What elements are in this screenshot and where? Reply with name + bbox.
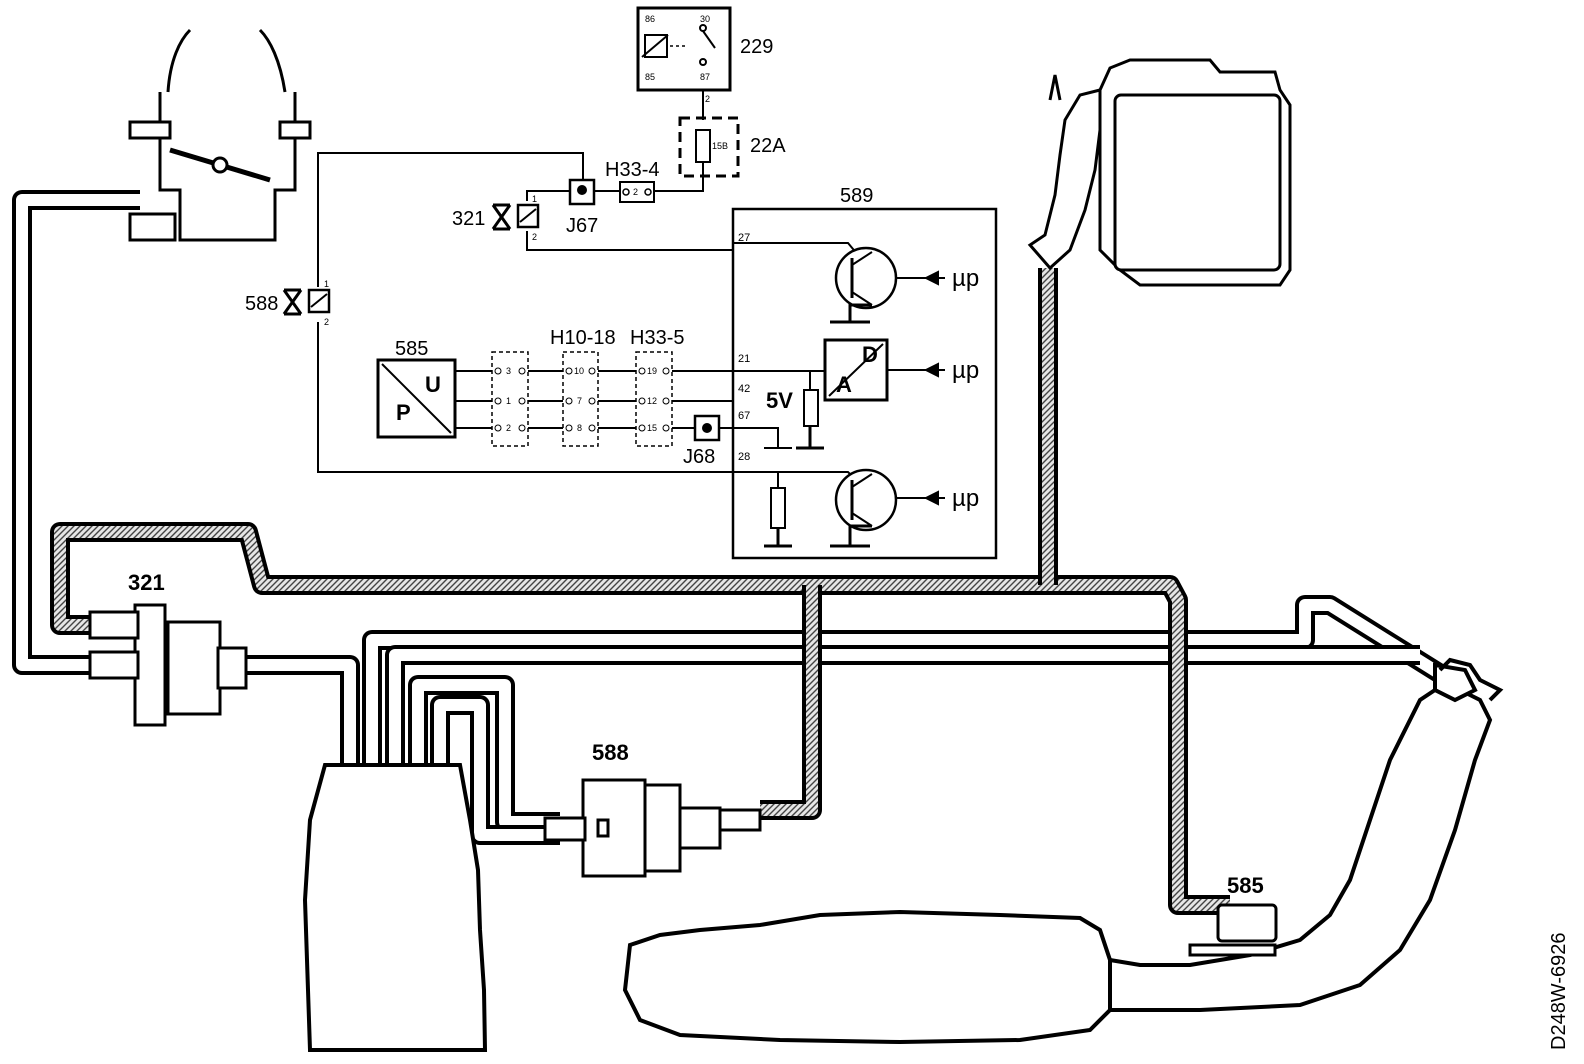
- valve-321-pin-2: 2: [532, 232, 537, 242]
- block-a-pin-2: 2: [506, 423, 511, 433]
- charcoal-canister: [1027, 58, 1292, 287]
- ecu-pin-21: 21: [738, 353, 750, 365]
- drawing-code: D248W-6926: [1548, 933, 1570, 1050]
- h33-5-pin-15: 15: [647, 423, 657, 433]
- h10-18-pin-7: 7: [577, 396, 582, 406]
- junction-j67: J67: [566, 178, 598, 237]
- fuse-box-label: 22A: [750, 135, 786, 157]
- relay-pin-86: 86: [645, 14, 655, 24]
- junction-j67-label: J67: [566, 215, 598, 237]
- five-v-label: 5V: [766, 388, 793, 413]
- h33-5-pin-19: 19: [647, 366, 657, 376]
- h33-5-pin-12: 12: [647, 396, 657, 406]
- connector-block-a: 3 1 2: [491, 351, 529, 447]
- valve-321-pin-1: 1: [532, 194, 537, 204]
- h10-18-label: H10-18: [550, 327, 616, 349]
- sensor-585-label: 585: [1227, 873, 1264, 898]
- h33-4-label: H33-4: [605, 159, 659, 181]
- junction-j68-label: J68: [683, 446, 715, 468]
- fuse-value: 15B: [712, 141, 728, 151]
- hose-branch-588: [760, 585, 822, 820]
- throttle-body: [128, 28, 312, 242]
- valve-588-pin-1: 1: [324, 279, 329, 289]
- relay-pin-85: 85: [645, 72, 655, 82]
- wiring: [317, 90, 733, 473]
- valve-588-label: 588: [592, 740, 629, 765]
- vapour-hose-group: [50, 268, 1230, 915]
- valve-588-pin-2: 2: [324, 317, 329, 327]
- h10-18-pin-8: 8: [577, 423, 582, 433]
- h10-18-pin-10: 10: [574, 366, 584, 376]
- connector-h10-18: 10 7 8 H10-18: [550, 327, 616, 447]
- pressure-sensor-585-body: [1188, 903, 1278, 957]
- mu-p-mid: µp: [952, 357, 979, 384]
- relay-out-pin: 2: [705, 94, 710, 104]
- sensor-p: P: [396, 400, 411, 425]
- connector-h33-4: 2 H33-4: [605, 159, 659, 203]
- relay-pin-30: 30: [700, 14, 710, 24]
- adc-a: A: [836, 372, 852, 397]
- block-a-pin-3: 3: [506, 366, 511, 376]
- h33-4-pin-2: 2: [633, 187, 638, 197]
- sensor-585-elec-label: 585: [395, 338, 428, 360]
- valve-588-elec-label: 588: [245, 293, 278, 315]
- valve-321-label: 321: [128, 570, 165, 595]
- adc-d: D: [862, 342, 878, 367]
- hose-321-to-tank: [240, 655, 360, 765]
- valve-321-elec-label: 321: [452, 208, 485, 230]
- connector-h33-5: 19 12 15 H33-5: [630, 327, 684, 447]
- junction-j68: J68: [683, 414, 721, 468]
- ecu-589-label: 589: [840, 185, 873, 207]
- relay-pin-87: 87: [700, 72, 710, 82]
- hose-throttle-to-321: [12, 190, 140, 675]
- ecu-pin-27: 27: [738, 232, 750, 244]
- fuel-tank: [302, 657, 1504, 1052]
- ecu-589: 589 27 21 42 67 28 µp: [731, 185, 998, 560]
- purge-valve-321: [88, 603, 248, 727]
- mu-p-bottom: µp: [952, 485, 979, 512]
- mu-p-top: µp: [952, 265, 979, 292]
- hose-tank-to-filler: [362, 595, 1456, 765]
- h33-5-label: H33-5: [630, 327, 684, 349]
- valve-588-symbol: 1 2 588: [245, 279, 331, 327]
- pressure-sensor-585-symbol: P U 585: [376, 338, 457, 439]
- shutoff-valve-588: [543, 778, 762, 878]
- sensor-u: U: [425, 372, 441, 397]
- relay-label: 229: [740, 36, 773, 58]
- ecu-pin-28: 28: [738, 451, 750, 463]
- plain-hose-group: [12, 190, 1456, 845]
- fuse-box-22a: 15B 22A: [678, 116, 786, 178]
- ecu-pin-67: 67: [738, 410, 750, 422]
- block-a-pin-1: 1: [506, 396, 511, 406]
- valve-321-symbol: 1 2 321: [452, 194, 540, 242]
- ecu-pin-42: 42: [738, 383, 750, 395]
- relay-229: 30 86 85 87 2 229: [636, 6, 773, 104]
